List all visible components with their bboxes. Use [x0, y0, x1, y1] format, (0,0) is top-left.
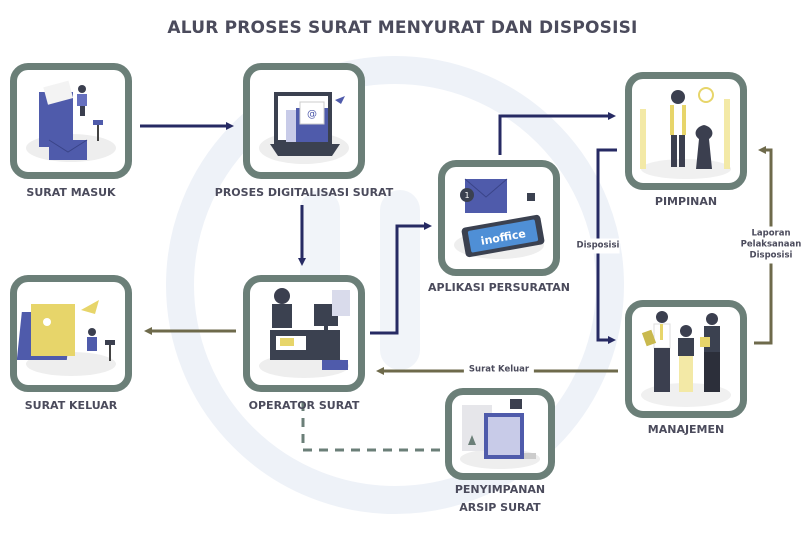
- archive-folder-illustration: [460, 399, 540, 469]
- svg-text:1: 1: [464, 191, 469, 200]
- label-line-1: PENYIMPANAN: [454, 483, 546, 496]
- label-manajemen: MANAJEMEN: [647, 423, 725, 436]
- edge-label-surat-keluar: Surat Keluar: [463, 364, 535, 376]
- laporan-line-3: Disposisi: [749, 250, 793, 261]
- inoffice-app-illustration: 1 inoffice: [454, 178, 545, 259]
- label-line-2: ARSIP SURAT: [459, 501, 541, 514]
- label-surat-masuk: SURAT MASUK: [26, 186, 116, 199]
- diagram-title: ALUR PROSES SURAT MENYURAT DAN DISPOSISI: [167, 18, 638, 38]
- label-pimpinan: PIMPINAN: [654, 195, 718, 208]
- edge-label-laporan: Laporan Pelaksanaan Disposisi: [740, 226, 802, 264]
- management-team-illustration: [641, 311, 731, 407]
- node-manajemen: [625, 300, 747, 418]
- node-surat-masuk: [10, 63, 132, 179]
- incoming-mail-illustration: [26, 80, 116, 162]
- dashed-operator-to-arsip: [301, 402, 445, 452]
- node-operator-surat: [243, 275, 365, 392]
- laporan-line-1: Laporan: [751, 228, 791, 239]
- node-surat-keluar: [10, 275, 132, 392]
- label-penyimpanan-arsip: PENYIMPANAN ARSIP SURAT: [455, 482, 545, 515]
- edge-label-disposisi: Disposisi: [576, 238, 620, 254]
- leader-chess-illustration: [640, 87, 731, 179]
- laporan-line-2: Pelaksanaan: [740, 239, 802, 250]
- node-pimpinan: [625, 72, 747, 190]
- node-penyimpanan-arsip: [445, 388, 555, 480]
- label-operator-surat: OPERATOR SURAT: [248, 399, 360, 412]
- label-surat-keluar: SURAT KELUAR: [24, 399, 118, 412]
- node-proses-digitalisasi: @: [243, 63, 365, 179]
- label-aplikasi-persuratan: APLIKASI PERSURATAN: [428, 281, 570, 294]
- operator-desk-illustration: [259, 288, 350, 378]
- svg-text:@: @: [307, 109, 317, 120]
- laptop-email-illustration: @: [259, 92, 349, 164]
- arrow-operator-to-aplikasi: [370, 222, 432, 335]
- arrow-aplikasi-to-pimpinan: [498, 112, 616, 155]
- label-proses-digitalisasi: PROSES DIGITALISASI SURAT: [214, 186, 394, 199]
- outgoing-mail-illustration: [17, 300, 116, 376]
- node-aplikasi-persuratan: 1 inoffice: [438, 160, 560, 276]
